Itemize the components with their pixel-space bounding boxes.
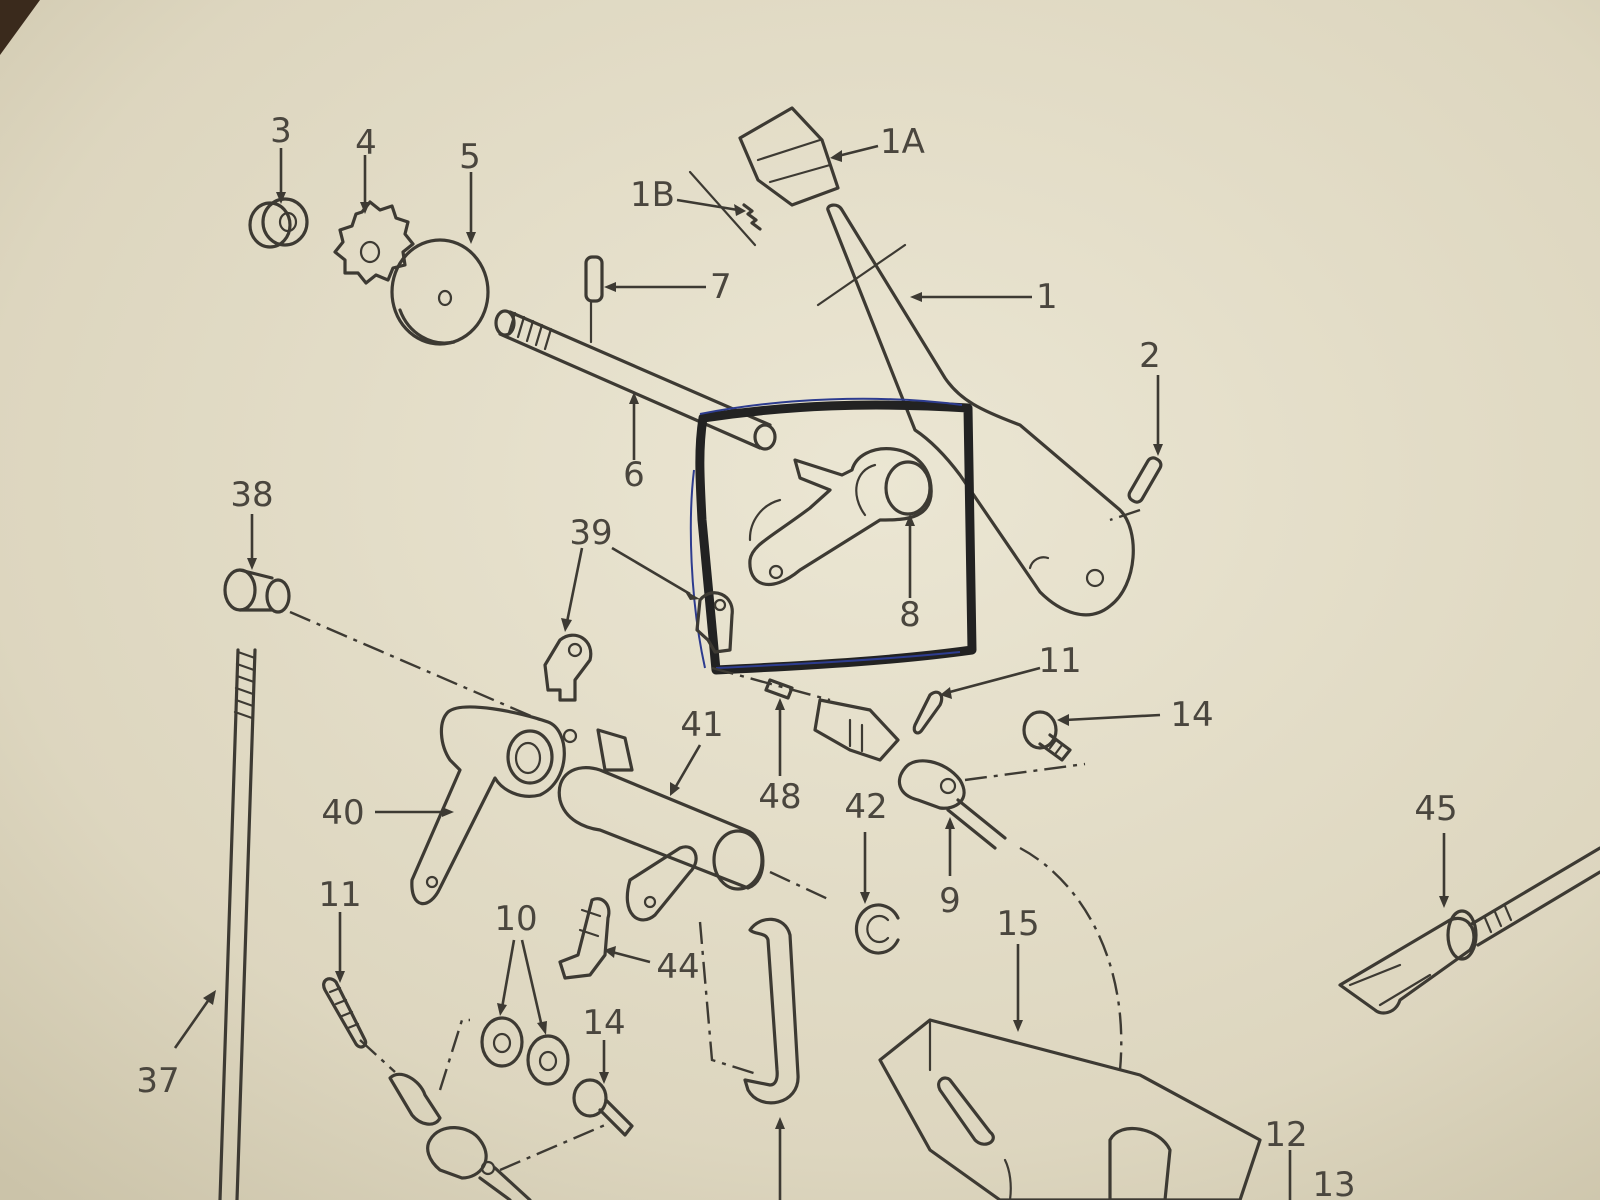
callout-11-upper: 11 — [1038, 641, 1081, 681]
part-14-screw-upper — [1022, 710, 1072, 762]
marker-highlight-box — [695, 400, 977, 675]
centerline-38 — [289, 610, 541, 722]
part-48-small-pin — [764, 678, 794, 700]
callout-6: 6 — [623, 455, 645, 495]
callout-1A: 1A — [880, 122, 925, 162]
callout-40: 40 — [321, 793, 364, 833]
pen-outline — [689, 397, 963, 669]
part-38-fitting — [223, 568, 291, 614]
part-14-screw-lower — [572, 1078, 634, 1137]
callout-15: 15 — [996, 904, 1039, 944]
callout-3: 3 — [270, 111, 292, 151]
callout-13: 13 — [1312, 1165, 1355, 1200]
part-10-washers — [480, 1016, 570, 1086]
callout-7: 7 — [710, 267, 732, 307]
callout-12: 12 — [1264, 1115, 1307, 1155]
callout-44: 44 — [656, 947, 699, 987]
part-2-pin — [1109, 456, 1163, 522]
callout-10: 10 — [494, 899, 537, 939]
part-11-cotter-upper — [912, 690, 944, 735]
callout-5: 5 — [459, 137, 481, 177]
callout-38: 38 — [230, 475, 273, 515]
callout-42: 42 — [844, 787, 887, 827]
part-3-nut — [248, 197, 309, 249]
centerline-48 — [711, 666, 831, 702]
leader-lines — [173, 144, 1449, 1200]
part-41-tube — [557, 766, 765, 922]
callout-14-upper: 14 — [1170, 695, 1213, 735]
part-44-clip — [558, 897, 611, 980]
callout-1: 1 — [1036, 277, 1058, 317]
callout-41: 41 — [680, 705, 723, 745]
part-1-lever — [816, 203, 1135, 617]
part-37-rod — [218, 648, 257, 1200]
part-6-shaft — [494, 299, 777, 451]
callout-45: 45 — [1414, 789, 1457, 829]
part-42-snap-ring — [854, 903, 900, 955]
part-40-bell-crank — [410, 705, 634, 906]
callout-37: 37 — [136, 1061, 179, 1101]
callout-9: 9 — [939, 881, 961, 921]
part-39-clips — [543, 591, 734, 702]
part-1A-knob — [738, 106, 840, 207]
callout-labels: 3 4 5 1A 1B 7 1 2 6 38 39 8 11 14 41 40 … — [136, 111, 1457, 1200]
callout-1B: 1B — [630, 175, 675, 215]
part-lower-clevis — [388, 1072, 532, 1200]
part-11-cotter-lower — [322, 977, 368, 1049]
part-15-bracket — [878, 1018, 1262, 1200]
callout-2: 2 — [1139, 336, 1161, 376]
callout-8: 8 — [899, 595, 921, 635]
part-8-inner-lever — [748, 447, 933, 587]
callout-14-lower: 14 — [582, 1003, 625, 1043]
callout-39: 39 — [569, 513, 612, 553]
callout-4: 4 — [355, 123, 377, 163]
part-u-link — [743, 917, 800, 1105]
part-5-flat-washer — [390, 238, 490, 346]
part-45-handle — [1338, 846, 1600, 1015]
part-9-rod-end — [897, 759, 1007, 850]
callout-48: 48 — [758, 777, 801, 817]
part-clevis-upper — [813, 698, 900, 762]
part-4-star-washer — [333, 200, 415, 285]
part-7-pin — [584, 255, 604, 303]
callout-11-lower: 11 — [318, 875, 361, 915]
